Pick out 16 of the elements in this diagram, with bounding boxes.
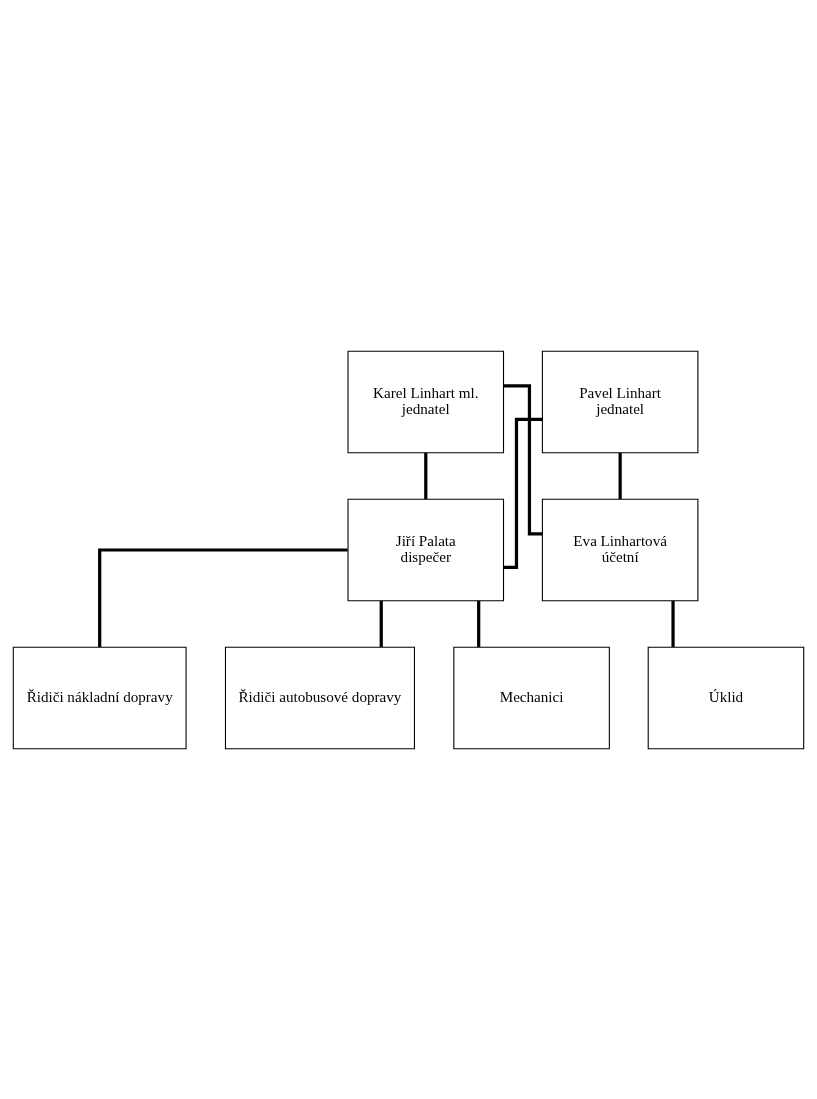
node-box: Úklid — [647, 646, 805, 749]
connector — [503, 383, 543, 535]
node-box: Eva Linhartová účetní — [541, 498, 699, 601]
node-box: Pavel Linhart jednatel — [541, 350, 699, 453]
connector — [379, 600, 383, 647]
node-box: Jiří Palata dispečer — [347, 498, 505, 601]
connector — [671, 600, 675, 647]
node-box: Karel Linhart ml. jednatel — [347, 350, 505, 453]
connector — [477, 600, 481, 647]
connector — [98, 547, 348, 647]
node-box: Mechanici — [453, 646, 610, 749]
connector — [503, 417, 543, 569]
connector — [618, 452, 622, 499]
node-box: Řidiči nákladní dopravy — [12, 646, 187, 749]
connector — [424, 452, 428, 499]
node-box: Řidiči autobusové dopravy — [224, 646, 415, 749]
